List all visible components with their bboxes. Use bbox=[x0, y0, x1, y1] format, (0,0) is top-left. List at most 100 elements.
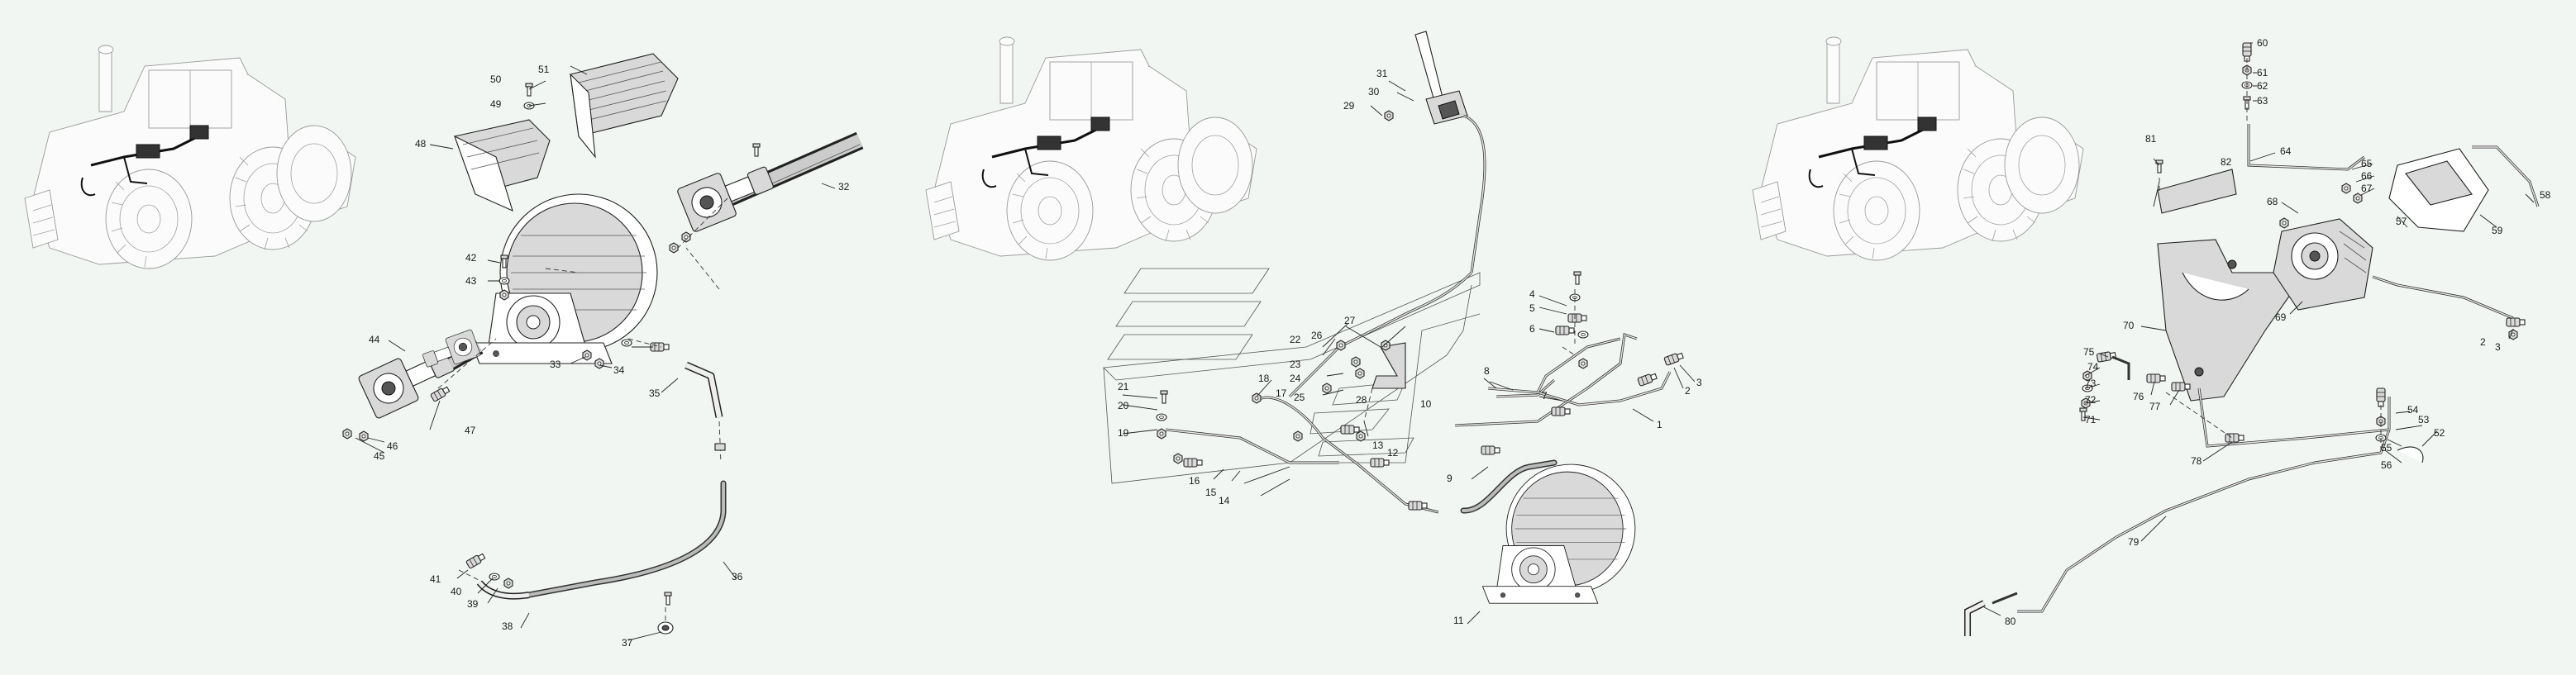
callout-16: 16 bbox=[1189, 475, 1200, 487]
callout-56: 56 bbox=[2381, 459, 2392, 471]
callout-35: 35 bbox=[649, 387, 661, 399]
pipe-80 bbox=[1964, 592, 2018, 636]
callout-43: 43 bbox=[465, 275, 477, 287]
callout-76: 76 bbox=[2133, 391, 2144, 402]
callout-8: 8 bbox=[1484, 365, 1490, 377]
floor-panels bbox=[1103, 268, 1481, 484]
callout-24: 24 bbox=[1290, 373, 1301, 384]
callout-19: 19 bbox=[1118, 427, 1129, 439]
hose-1 bbox=[1487, 337, 1672, 406]
callout-71: 71 bbox=[2085, 414, 2097, 425]
callout-64: 64 bbox=[2280, 145, 2292, 157]
callout-70: 70 bbox=[2123, 320, 2135, 331]
callout-54: 54 bbox=[2407, 404, 2419, 416]
callout-78: 78 bbox=[2191, 455, 2202, 467]
callout-45: 45 bbox=[374, 450, 385, 462]
callout-67: 67 bbox=[2361, 183, 2373, 194]
callout-11: 11 bbox=[1453, 615, 1464, 626]
callouts-panel-2: 1 2 3 4 5 6 7 8 9 10 11 12 13 14 15 16 1… bbox=[1118, 68, 1702, 626]
callout-9: 9 bbox=[1447, 473, 1453, 484]
callout-61: 61 bbox=[2257, 67, 2268, 78]
callout-52: 52 bbox=[2434, 427, 2445, 439]
callout-36: 36 bbox=[732, 571, 743, 582]
callout-23: 23 bbox=[1290, 359, 1301, 370]
callout-37: 37 bbox=[622, 637, 633, 649]
callout-57: 57 bbox=[2396, 216, 2407, 227]
callout-27: 27 bbox=[1344, 315, 1356, 326]
callout-75: 75 bbox=[2083, 346, 2095, 358]
driveshaft-32 bbox=[675, 131, 864, 234]
callout-10: 10 bbox=[1420, 398, 1432, 410]
callout-62: 62 bbox=[2257, 80, 2268, 92]
pipe-79 bbox=[2017, 275, 2514, 613]
gearbox-69 bbox=[2273, 218, 2373, 311]
panel-1: 32 33 34 35 36 37 38 39 40 41 42 43 44 4… bbox=[23, 44, 864, 649]
callout-42: 42 bbox=[465, 252, 477, 264]
callout-48: 48 bbox=[415, 138, 427, 150]
callout-34: 34 bbox=[613, 364, 625, 376]
callout-73: 73 bbox=[2085, 378, 2097, 389]
callout-4: 4 bbox=[1529, 288, 1535, 300]
callout-38: 38 bbox=[502, 620, 513, 632]
callout-49: 49 bbox=[490, 98, 502, 110]
callout-21: 21 bbox=[1118, 381, 1129, 392]
callout-65: 65 bbox=[2361, 158, 2373, 169]
callout-14: 14 bbox=[1219, 495, 1230, 506]
callout-26: 26 bbox=[1311, 330, 1323, 341]
callout-22: 22 bbox=[1290, 334, 1301, 345]
control-cables bbox=[1165, 271, 1638, 514]
callout-20: 20 bbox=[1118, 400, 1129, 411]
callout-55: 55 bbox=[2381, 442, 2392, 454]
pipe-35 bbox=[685, 361, 723, 418]
callout-53: 53 bbox=[2418, 414, 2430, 425]
pipe-64 bbox=[2247, 124, 2365, 171]
pipe-58 bbox=[2472, 145, 2540, 207]
callout-3: 3 bbox=[1696, 377, 1702, 388]
callout-28: 28 bbox=[1356, 394, 1367, 406]
callout-44: 44 bbox=[369, 334, 380, 345]
callout-69: 69 bbox=[2275, 311, 2287, 323]
callout-6: 6 bbox=[1529, 323, 1535, 335]
callout-80: 80 bbox=[2005, 616, 2016, 627]
callout-58: 58 bbox=[2540, 189, 2551, 201]
callout-46: 46 bbox=[387, 440, 398, 452]
bracket-70 bbox=[2157, 239, 2295, 402]
hose-9 bbox=[1460, 459, 1558, 514]
callout-31: 31 bbox=[1376, 68, 1388, 79]
callout-79: 79 bbox=[2128, 536, 2140, 548]
callout-1: 1 bbox=[1657, 419, 1662, 430]
callout-12: 12 bbox=[1387, 447, 1399, 459]
callout-40: 40 bbox=[451, 586, 462, 597]
callout-25: 25 bbox=[1294, 392, 1305, 403]
tractor-locator-3 bbox=[1751, 36, 2085, 262]
callout-29: 29 bbox=[1343, 100, 1355, 112]
hose-36 bbox=[526, 480, 727, 598]
callout-59: 59 bbox=[2492, 225, 2503, 236]
callout-17: 17 bbox=[1276, 387, 1287, 399]
callout-74: 74 bbox=[2087, 361, 2099, 373]
callout-5: 5 bbox=[1529, 302, 1535, 314]
callout-82: 82 bbox=[2221, 156, 2232, 168]
callout-41: 41 bbox=[430, 573, 441, 585]
callout-60: 60 bbox=[2257, 37, 2268, 49]
callout-63: 63 bbox=[2257, 95, 2268, 107]
callout-13: 13 bbox=[1372, 440, 1384, 451]
callout-68: 68 bbox=[2267, 196, 2278, 207]
callout-39: 39 bbox=[467, 598, 479, 610]
callout-3b: 3 bbox=[2495, 341, 2501, 353]
callout-51: 51 bbox=[538, 64, 550, 75]
cover-82 bbox=[2157, 169, 2237, 214]
callout-2b: 2 bbox=[2480, 336, 2486, 348]
pipe-38 bbox=[476, 580, 530, 600]
callouts-panel-1: 32 33 34 35 36 37 38 39 40 41 42 43 44 4… bbox=[369, 64, 850, 649]
panel-3: 2 3 52 53 54 55 56 57 58 59 60 61 62 63 … bbox=[1751, 36, 2551, 636]
driveshaft-44 bbox=[357, 329, 484, 420]
callout-30: 30 bbox=[1368, 86, 1380, 97]
callout-50: 50 bbox=[490, 74, 502, 85]
callout-72: 72 bbox=[2085, 394, 2097, 406]
callout-33: 33 bbox=[550, 359, 561, 370]
callout-2: 2 bbox=[1685, 385, 1691, 397]
panel-2: 1 2 3 4 5 6 7 8 9 10 11 12 13 14 15 16 1… bbox=[924, 31, 1702, 626]
callout-77: 77 bbox=[2149, 401, 2161, 412]
